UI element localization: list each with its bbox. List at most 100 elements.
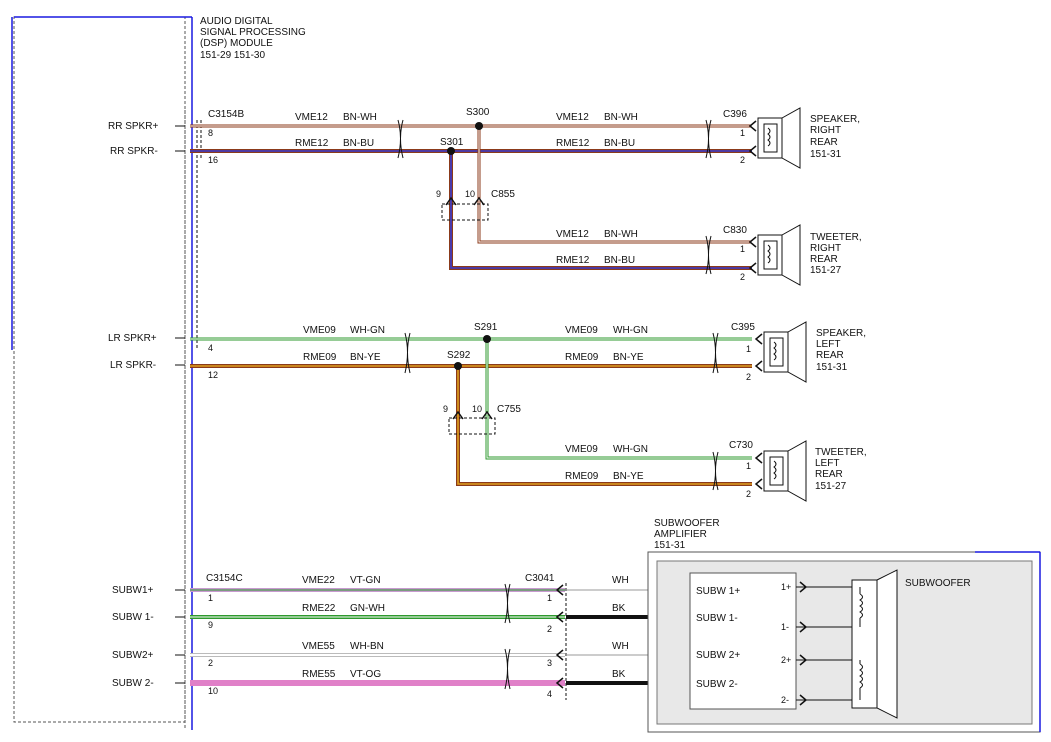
color-vt-og: VT-OG: [350, 669, 381, 680]
circuit-rme22: RME22: [302, 603, 336, 614]
circuit-vme12-b: VME12: [556, 112, 589, 123]
output-lr-spkr-plus: LR SPKR+: [108, 333, 157, 344]
pin-10: 10: [208, 686, 218, 696]
tweeter-left-rear-symbol: [754, 440, 807, 502]
wire-rme12-tweeter-rr: [449, 151, 752, 270]
c855-pin-10: 10: [465, 189, 475, 199]
color-wh-gn-b: WH-GN: [613, 325, 648, 336]
output-subw1-minus: SUBW 1-: [112, 612, 154, 623]
circuit-rme09-c: RME09: [565, 471, 599, 482]
amp-input-subw1-minus: SUBW 1-: [696, 613, 738, 624]
c396-pin-2: 2: [740, 155, 745, 165]
splice-s300: S300: [466, 107, 490, 118]
tweeter-rr-line2: RIGHT: [810, 243, 841, 254]
amp-output-1minus: 1-: [781, 622, 789, 632]
splice-s300-dot: [475, 122, 483, 130]
amp-output-2plus: 2+: [781, 655, 791, 665]
c730-pin-2: 2: [746, 489, 751, 499]
dsp-module-box: [13, 16, 186, 723]
amp-input-subw1-plus: SUBW 1+: [696, 586, 740, 597]
pin-12: 12: [208, 370, 218, 380]
circuit-vme09-a: VME09: [303, 325, 336, 336]
module-title-2: SIGNAL PROCESSING: [200, 27, 306, 38]
subwoofer-symbol: [851, 569, 898, 719]
splice-s301-dot: [447, 147, 455, 155]
pin-8: 8: [208, 128, 213, 138]
color-bn-bu-a: BN-BU: [343, 138, 374, 149]
color-bn-ye-a: BN-YE: [350, 352, 381, 363]
c830-pin-2: 2: [740, 272, 745, 282]
color-wh-gn-a: WH-GN: [350, 325, 385, 336]
tweeter-lr-line2: LEFT: [815, 458, 839, 469]
pin-9: 9: [208, 620, 213, 630]
color-bn-wh-b: BN-WH: [604, 112, 638, 123]
c3041-pin-3: 3: [547, 658, 552, 668]
circuit-rme12-b: RME12: [556, 138, 590, 149]
c395-pin-1: 1: [746, 344, 751, 354]
color-wh-bn: WH-BN: [350, 641, 384, 652]
circuit-vme55: VME55: [302, 641, 335, 652]
c830-pin-1: 1: [740, 244, 745, 254]
splice-s292-dot: [454, 362, 462, 370]
wire-color-bk-2: BK: [612, 669, 626, 680]
wire-vme12-tweeter-rr: [477, 126, 752, 244]
speaker-rr-line4: 151-31: [810, 149, 842, 160]
color-bn-wh-a: BN-WH: [343, 112, 377, 123]
c730-pin-1: 1: [746, 461, 751, 471]
module-title-1: AUDIO DIGITAL: [200, 16, 273, 27]
connector-c396: C396: [723, 109, 747, 120]
pin-16: 16: [208, 155, 218, 165]
color-gn-wh: GN-WH: [350, 603, 385, 614]
c396-pin-1: 1: [740, 128, 745, 138]
amp-output-2minus: 2-: [781, 695, 789, 705]
amp-output-1plus: 1+: [781, 582, 791, 592]
circuit-vme09-c: VME09: [565, 444, 598, 455]
color-bn-bu-c: BN-BU: [604, 255, 635, 266]
connector-c3154b: C3154B: [208, 109, 244, 120]
circuit-rme12-a: RME12: [295, 138, 329, 149]
connector-c830: C830: [723, 225, 747, 236]
c3041-pin-1: 1: [547, 593, 552, 603]
speaker-left-rear-symbol: [754, 321, 807, 383]
c3041-pin-4: 4: [547, 689, 552, 699]
amp-input-subw2-plus: SUBW 2+: [696, 650, 740, 661]
circuit-vme12-a: VME12: [295, 112, 328, 123]
connector-c3041: C3041: [525, 573, 555, 584]
splice-s291-dot: [483, 335, 491, 343]
amp-title-1: SUBWOOFER: [654, 518, 720, 529]
tweeter-lr-line4: 151-27: [815, 481, 847, 492]
speaker-lr-line3: REAR: [816, 350, 844, 361]
pin-1: 1: [208, 593, 213, 603]
wire-vme09-tweeter-lr: [485, 339, 752, 460]
speaker-lr-line4: 151-31: [816, 362, 848, 373]
splice-s291: S291: [474, 322, 498, 333]
circuit-vme12-c: VME12: [556, 229, 589, 240]
subwoofer-label: SUBWOOFER: [905, 578, 971, 589]
color-bn-ye-c: BN-YE: [613, 471, 644, 482]
c855-pin-9: 9: [436, 189, 441, 199]
circuit-vme09-b: VME09: [565, 325, 598, 336]
speaker-rr-line1: SPEAKER,: [810, 114, 860, 125]
connector-c855: C855: [491, 189, 515, 200]
wire-rme09-tweeter-lr: [456, 366, 752, 486]
output-rr-spkr-plus: RR SPKR+: [108, 121, 158, 132]
c395-pin-2: 2: [746, 372, 751, 382]
c755-pin-9: 9: [443, 404, 448, 414]
output-subw1-plus: SUBW1+: [112, 585, 154, 596]
connector-c730: C730: [729, 440, 753, 451]
output-rr-spkr-minus: RR SPKR-: [110, 146, 158, 157]
amp-title-3: 151-31: [654, 540, 686, 551]
circuit-vme22: VME22: [302, 575, 335, 586]
tweeter-right-rear-symbol: [748, 224, 801, 286]
wire-color-wh-2: WH: [612, 641, 629, 652]
c3041-pin-2: 2: [547, 624, 552, 634]
tweeter-rr-line3: REAR: [810, 254, 838, 265]
connector-c3154c: C3154C: [206, 573, 243, 584]
amp-input-subw2-minus: SUBW 2-: [696, 679, 738, 690]
tweeter-rr-line4: 151-27: [810, 265, 842, 276]
c755-pin-10: 10: [472, 404, 482, 414]
wire-color-wh-1: WH: [612, 575, 629, 586]
speaker-rr-line2: RIGHT: [810, 125, 841, 136]
